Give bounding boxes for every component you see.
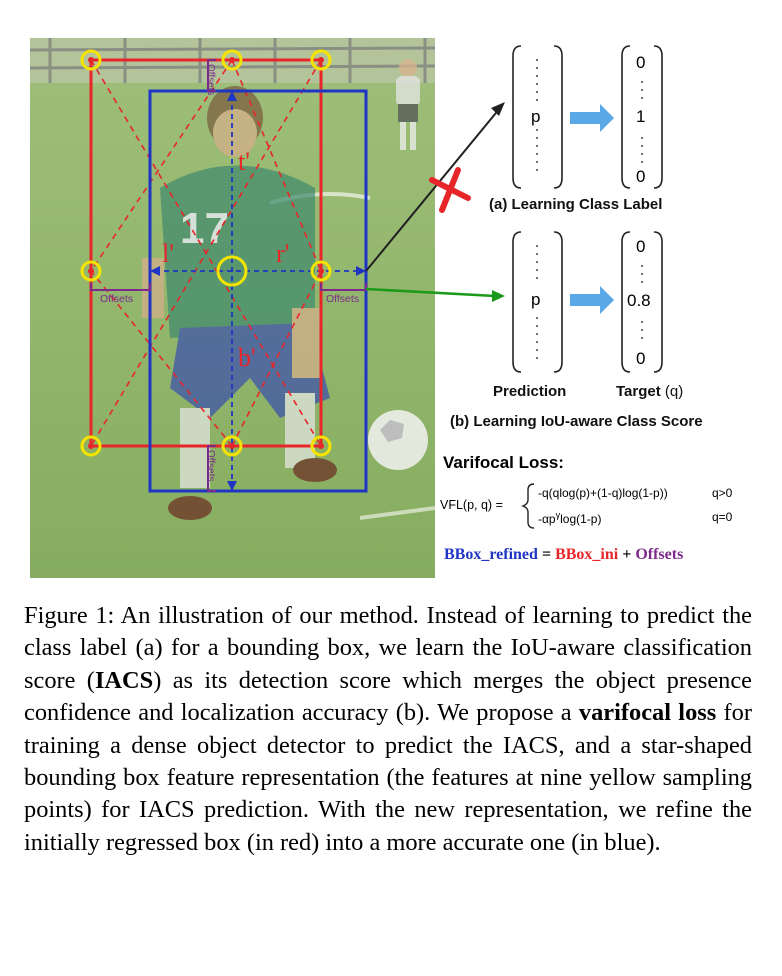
eq-ini: BBox_ini <box>555 546 619 563</box>
cross-icon <box>429 167 471 213</box>
sampling-points <box>80 49 332 457</box>
target-vector-b <box>621 231 663 373</box>
target-a-middle: 1 <box>636 107 645 126</box>
vfl-lhs: VFL(p, q) = <box>440 498 503 512</box>
target-vector-a <box>621 45 663 189</box>
eq-offsets: Offsets <box>635 546 684 563</box>
jersey-number: 17 <box>180 204 229 253</box>
method-figure: 17 <box>30 38 733 578</box>
prediction-vector-a <box>512 45 563 189</box>
vfl-title: Varifocal Loss: <box>443 453 564 472</box>
vfl-cond-2: q=0 <box>712 510 733 524</box>
distance-bottom-label: b' <box>238 343 256 372</box>
caption-a: (a) Learning Class Label <box>489 196 663 213</box>
prediction-vector-b <box>512 231 563 373</box>
offsets-label-right: Offsets <box>326 293 359 305</box>
caption-b: (b) Learning IoU-aware Class Score <box>450 413 703 430</box>
distance-top-label: t' <box>238 147 250 176</box>
distance-right-label: r' <box>276 239 289 268</box>
vfl-case-1: -q(qlog(p)+(1-q)log(1-p)) <box>538 486 668 500</box>
prediction-a-value: p <box>531 107 540 126</box>
vfl-case-2: -αpγlog(1-p) <box>538 510 602 526</box>
eq-refined: BBox_refined <box>444 546 538 563</box>
target-b-middle: 0.8 <box>627 291 651 310</box>
initial-red-box <box>89 58 323 448</box>
col-prediction: Prediction <box>493 383 567 400</box>
figure-caption: Figure 1: An illustration of our method.… <box>24 602 752 856</box>
target-a-top: 0 <box>636 53 645 72</box>
target-a-bottom: 0 <box>636 167 645 186</box>
prediction-b-value: p <box>531 290 540 309</box>
arrow-a-icon <box>570 104 614 132</box>
vfl-cond-1: q>0 <box>712 486 733 500</box>
offsets-label-left: Offsets <box>100 293 133 305</box>
bbox-equation: BBox_refined = BBox_ini + Offsets <box>444 546 684 563</box>
col-target: Target (q) <box>616 383 684 400</box>
annotation-layer: t' l' r' b' Offsets Offsets Offsets Offs… <box>80 45 663 529</box>
offsets-label-top: Offsets <box>205 64 216 96</box>
target-b-bottom: 0 <box>636 349 645 368</box>
arrow-b-icon <box>570 286 614 314</box>
distance-left-label: l' <box>162 239 174 268</box>
offsets-label-bottom: Offsets <box>205 450 216 482</box>
target-b-top: 0 <box>636 237 645 256</box>
